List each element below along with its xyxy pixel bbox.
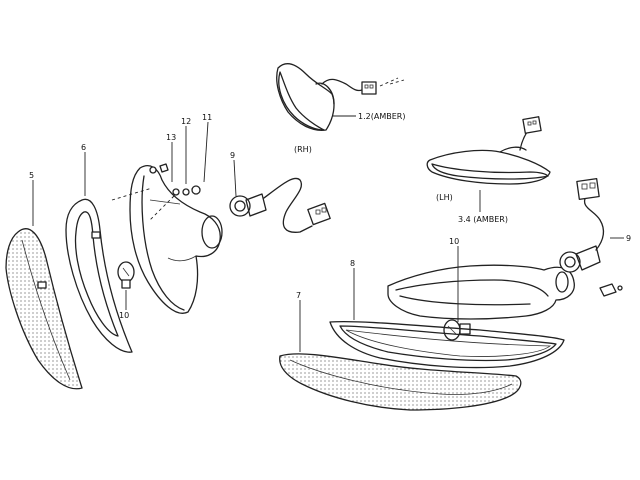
right-lamp-housing xyxy=(387,264,623,320)
label-part-7: 7 xyxy=(296,291,301,300)
label-part-5: 5 xyxy=(29,171,34,180)
label-part-10-left: 10 xyxy=(119,311,129,320)
left-bulb xyxy=(117,261,135,289)
lh-side-marker xyxy=(426,116,551,185)
callout-labels: 5 6 13 12 11 9 10 (RH) 1.2(AMBER) (LH) 3… xyxy=(29,112,631,320)
part-7-lens xyxy=(279,353,522,411)
label-part-6: 6 xyxy=(81,143,86,152)
label-amber-12: 1.2(AMBER) xyxy=(358,112,405,121)
leader-lines xyxy=(32,115,624,352)
part-6-gasket xyxy=(65,198,133,353)
right-socket-harness xyxy=(559,178,605,273)
small-fasteners xyxy=(111,163,201,221)
label-part-13: 13 xyxy=(166,133,176,142)
left-socket-harness xyxy=(229,177,331,233)
label-amber-34: 3.4 (AMBER) xyxy=(458,215,508,224)
label-part-11: 11 xyxy=(202,113,212,122)
label-part-9-right: 9 xyxy=(626,234,631,243)
rh-side-marker xyxy=(276,63,405,131)
part-8-gasket xyxy=(329,320,565,369)
right-bulb xyxy=(443,319,471,341)
label-rh: (RH) xyxy=(294,145,312,154)
left-lamp-housing xyxy=(129,165,223,314)
label-part-9-left: 9 xyxy=(230,151,235,160)
label-part-12: 12 xyxy=(181,117,191,126)
label-part-8: 8 xyxy=(350,259,355,268)
label-part-10-right: 10 xyxy=(449,237,459,246)
part-5-lens xyxy=(5,228,83,390)
label-lh: (LH) xyxy=(436,193,453,202)
